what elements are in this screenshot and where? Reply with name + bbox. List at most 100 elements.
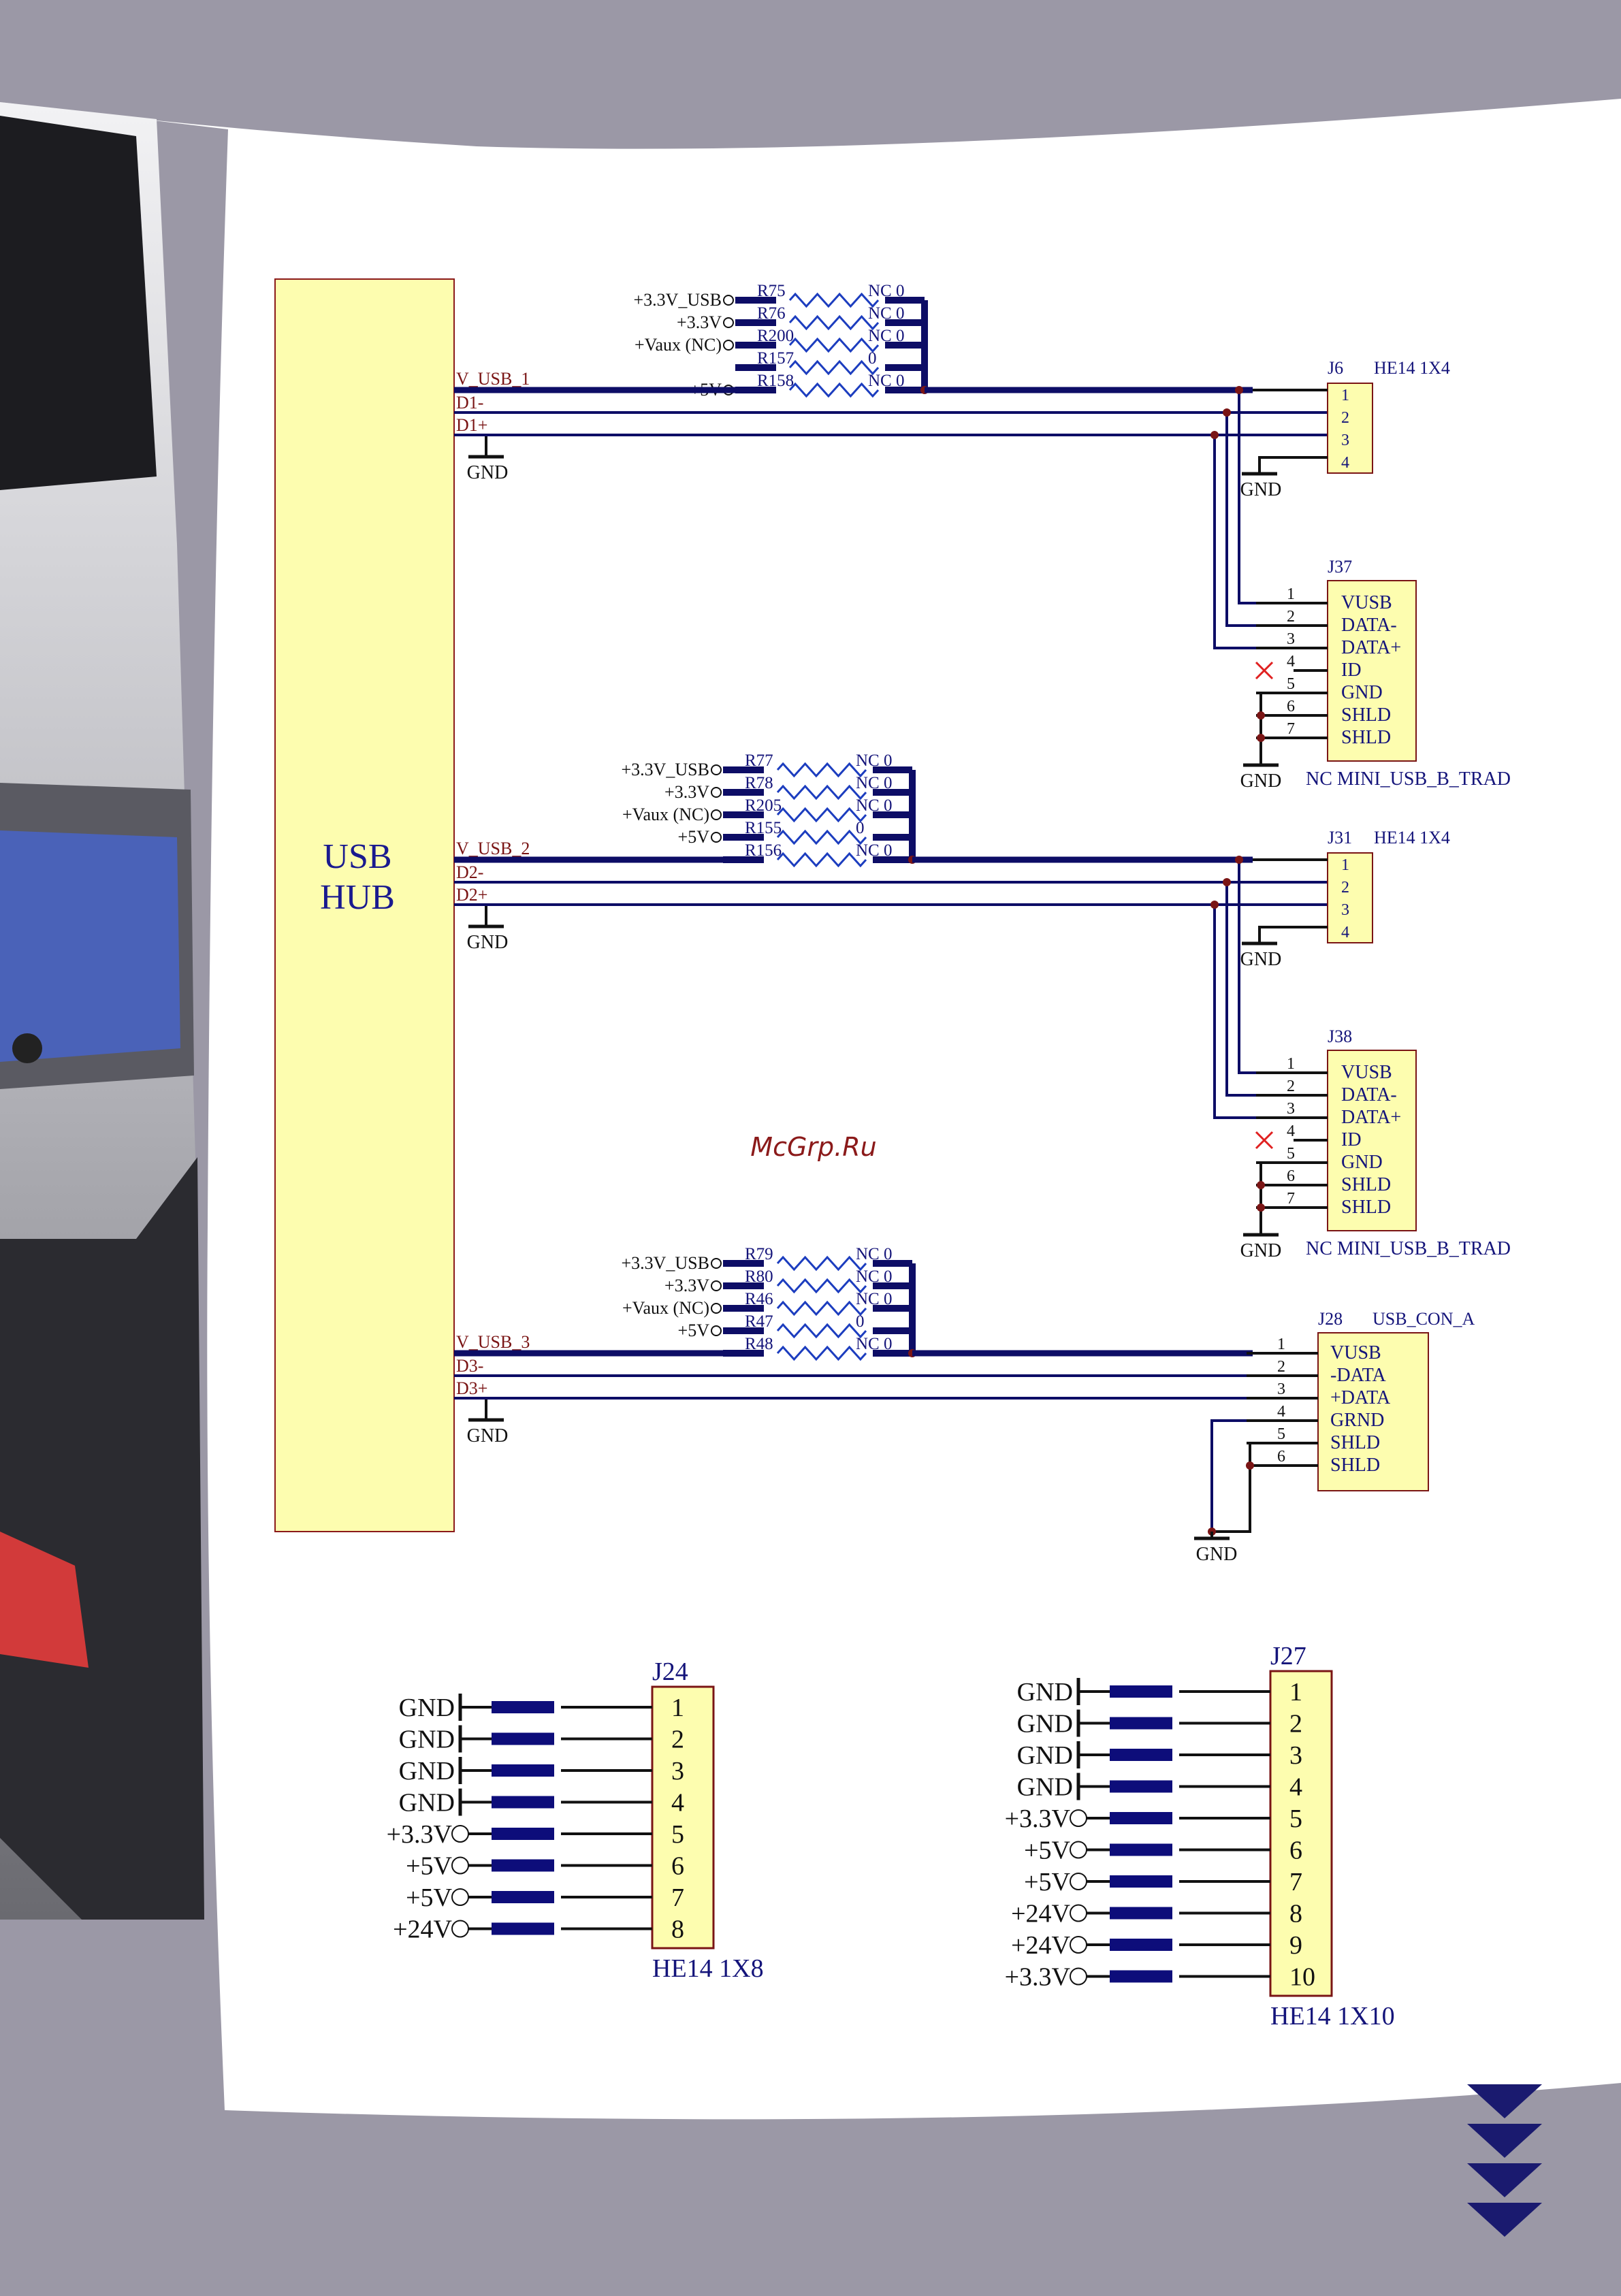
- net-label: +5V: [1024, 1868, 1070, 1896]
- mini-usb-ref: J38: [1328, 1026, 1352, 1046]
- header-pin-number: 3: [1341, 432, 1349, 449]
- junction-dot: [1246, 1461, 1254, 1470]
- gnd-label: GND: [1196, 1544, 1238, 1565]
- power-source-label: +Vaux (NC): [622, 805, 709, 824]
- gnd-label: GND: [1240, 949, 1282, 970]
- vusb-branch: [1238, 860, 1256, 1074]
- net-label-dplus: D2+: [456, 885, 487, 905]
- dplus-branch: [1213, 905, 1256, 1119]
- header-ref: J6: [1328, 358, 1343, 378]
- mini-usb-signal: VUSB: [1341, 592, 1392, 613]
- usb-a-signal: SHLD: [1330, 1455, 1380, 1476]
- usb-a-signal: SHLD: [1330, 1432, 1380, 1453]
- resistor-ref: R79: [745, 1245, 773, 1263]
- net-label: GND: [399, 1789, 455, 1817]
- usb-a-signal: -DATA: [1330, 1365, 1387, 1386]
- gnd-wire: [1212, 1442, 1251, 1533]
- usb-a-pin-number: 3: [1277, 1380, 1285, 1398]
- gnd-label: GND: [467, 462, 509, 483]
- mini-usb-signal: SHLD: [1341, 727, 1391, 748]
- mini-usb-pin-number: 3: [1287, 630, 1295, 648]
- header-type: HE14 1X8: [652, 1954, 764, 1983]
- resistor-value: NC 0: [868, 372, 904, 390]
- mini-usb-pin-number: 4: [1287, 1122, 1295, 1140]
- power-source-label: +3.3V_USB: [621, 760, 709, 779]
- header-pin-number: 1: [1289, 1678, 1302, 1707]
- power-port-icon: [1070, 1809, 1087, 1827]
- watermark: McGrp.Ru: [750, 1132, 876, 1162]
- junction-dot: [1210, 901, 1219, 909]
- junction-dot: [1257, 734, 1265, 742]
- header-pin-number: 8: [671, 1915, 684, 1944]
- header-pin-number: 2: [1341, 409, 1349, 427]
- header-body: [1327, 852, 1373, 943]
- no-connect-icon: [1255, 661, 1274, 680]
- power-source-label: +3.3V: [664, 1276, 709, 1295]
- usb-a-pin-number: 5: [1277, 1425, 1285, 1443]
- header-type: HE14 1X10: [1270, 2002, 1395, 2031]
- power-source-label: +3.3V: [664, 782, 709, 802]
- net-label: GND: [1017, 1773, 1073, 1802]
- header-pin-number: 7: [671, 1883, 684, 1912]
- next-page-arrows-icon[interactable]: [1467, 2084, 1542, 2237]
- header-pin-number: 2: [1289, 1710, 1302, 1739]
- power-port-icon: [711, 1303, 722, 1314]
- resistor-ref: R75: [757, 282, 786, 300]
- power-port-icon: [1070, 1841, 1087, 1859]
- header-pin-number: 5: [1289, 1805, 1302, 1833]
- gnd-wire: [1258, 926, 1328, 943]
- resistor-symbol: [776, 762, 867, 778]
- header-pin-number: 3: [1289, 1741, 1302, 1770]
- resistor-symbol: [776, 852, 867, 868]
- resistor-value: NC 0: [856, 1335, 892, 1353]
- mini-usb-pin-number: 5: [1287, 675, 1295, 693]
- resistor-symbol: [788, 359, 880, 376]
- resistor-symbol: [776, 784, 867, 801]
- power-source-label: +3.3V: [677, 312, 722, 332]
- resistor-symbol: [788, 382, 880, 398]
- mini-usb-ref: J37: [1328, 557, 1352, 577]
- power-source-label: +5V: [678, 827, 710, 847]
- header-pin-number: 1: [1341, 856, 1349, 874]
- resistor-ref: R157: [757, 349, 794, 368]
- net-label-dplus: D3+: [456, 1378, 487, 1398]
- header-pin-number: 7: [1289, 1868, 1302, 1896]
- net-label-vusb: V_USB_1: [456, 369, 530, 389]
- power-port-icon: [711, 1325, 722, 1336]
- header-pin-number: 1: [1341, 387, 1349, 404]
- resistor-symbol: [776, 1345, 867, 1361]
- mini-usb-pin-number: 4: [1287, 653, 1295, 670]
- resistor-value: NC 0: [868, 304, 904, 323]
- header-pin-number: 9: [1289, 1931, 1302, 1960]
- resistor-ref: R80: [745, 1267, 773, 1286]
- power-port-icon: [711, 764, 722, 775]
- resistor-symbol: [776, 829, 867, 845]
- power-port-icon: [711, 832, 722, 843]
- usb-a-signal: GRND: [1330, 1410, 1384, 1431]
- header-pin-number: 3: [1341, 901, 1349, 919]
- power-port-icon: [723, 340, 734, 351]
- usb-a-signal: +DATA: [1330, 1387, 1391, 1408]
- net-label: GND: [1017, 1741, 1073, 1770]
- usb-a-body: [1317, 1332, 1429, 1491]
- power-port-icon: [451, 1856, 469, 1875]
- header-type: HE14 1X4: [1374, 828, 1450, 847]
- net-label: GND: [399, 1757, 455, 1785]
- vusb-branch: [1238, 390, 1256, 604]
- header-pin-number: 2: [1341, 879, 1349, 896]
- mini-usb-signal: VUSB: [1341, 1062, 1392, 1083]
- net-label: GND: [1017, 1710, 1073, 1739]
- net-label: GND: [399, 1726, 455, 1754]
- gnd-label: GND: [467, 1425, 509, 1446]
- resistor-ref: R78: [745, 774, 773, 792]
- dplus-branch: [1213, 435, 1256, 649]
- gnd-label: GND: [1240, 479, 1282, 500]
- mini-usb-pin-number: 6: [1287, 698, 1295, 715]
- resistor-value: NC 0: [868, 282, 904, 300]
- mini-usb-pin-number: 3: [1287, 1100, 1295, 1118]
- mini-usb-pin-number: 7: [1287, 720, 1295, 738]
- net-label: +3.3V: [387, 1820, 453, 1849]
- resistor-ref: R200: [757, 327, 794, 345]
- resistor-symbol: [788, 292, 880, 308]
